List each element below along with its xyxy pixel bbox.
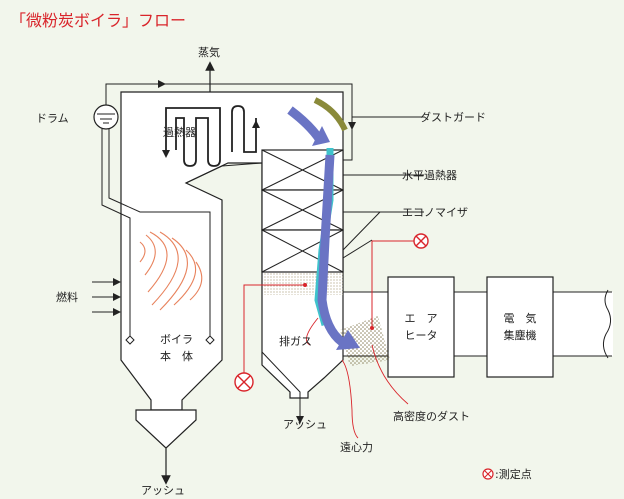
high-density-dust-label: 高密度のダスト [393,409,470,423]
flame-lines [139,231,203,311]
dust-guard-label: ダストガード [420,110,486,124]
measurement-point-label: :測定点 [495,467,532,481]
fuel-label: 燃料 [56,290,78,304]
boiler-body-label-1: ボイラ [160,333,193,346]
air-heater-label-1: エ ア [405,312,438,325]
economizer-label: エコノマイザ [402,206,468,219]
ash-label-left: アッシュ [141,484,185,497]
esp-label-2: 集塵機 [504,328,537,342]
gas-flow-arrow-lower [317,154,345,346]
annotation-curves [305,317,409,439]
leader-lines [342,116,424,259]
centrifugal-leader [341,359,359,439]
water-wall-pipes [101,83,353,345]
electrostatic-precipitator: 電 気 集塵機 [486,276,554,378]
ash-hopper-left [135,409,197,455]
high-density-dust-zone [340,316,390,366]
esp-label-1: 電 気 [504,311,537,325]
boiler-body-label-2: 本 体 [160,349,193,363]
dust-guard [313,97,348,132]
drum-label: ドラム [36,112,69,125]
superheater-coils [165,105,257,167]
steam-label: 蒸気 [198,45,220,59]
exhaust-gas-leader [305,317,319,346]
measurement-point-left [234,283,307,392]
diagram-title: 「微粉炭ボイラ」フロー [10,11,186,30]
measurement-point-right [370,233,429,330]
legend-measurement-point: :測定点 [482,467,532,481]
steam-drum: ドラム [36,104,119,130]
superheater-label: 過熱器 [163,126,196,139]
air-heater: エ ア ヒータ [387,276,455,378]
air-heater-label-2: ヒータ [405,329,438,342]
duct-break [602,289,612,359]
high-density-leader [371,344,409,405]
exhaust-gas-label: 排ガス [279,334,312,348]
centrifugal-force-label: 遠心力 [340,441,373,454]
dust-zone-upper [263,273,343,295]
fuel-input-arrows [92,278,121,316]
horizontal-superheater-label: 水平過熱器 [402,169,457,182]
ash-label-center: アッシュ [283,418,327,431]
